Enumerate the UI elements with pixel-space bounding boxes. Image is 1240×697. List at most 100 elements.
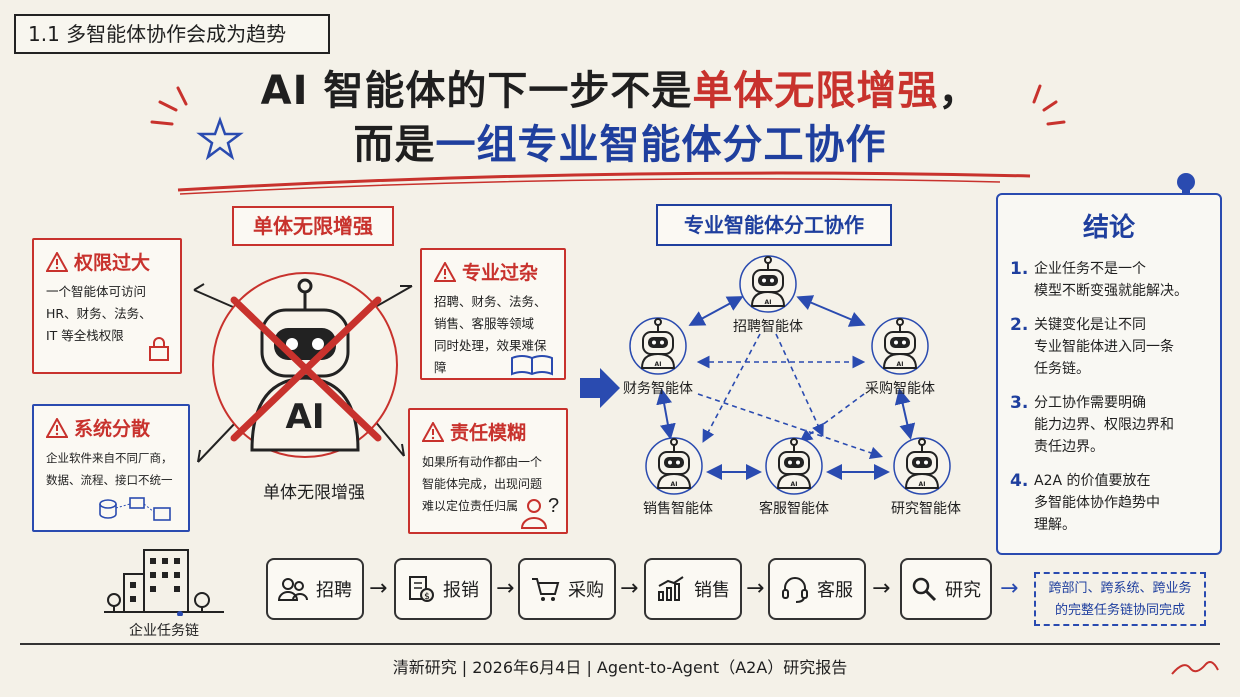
magnifier-icon	[912, 577, 937, 602]
card-line: 同时处理，效果难保障	[434, 338, 547, 375]
card-line: 销售、客服等领域	[434, 316, 535, 331]
card-line: 数据、流程、接口不统一	[46, 473, 173, 487]
chain-arrow-icon: →	[1000, 576, 1019, 601]
agent-network: AI AI AI AI AI AI	[629, 255, 951, 495]
card-line: 如果所有动作都由一个	[422, 455, 543, 469]
conclusion-line: 多智能体协作趋势中	[1034, 495, 1160, 511]
warning-icon	[433, 260, 457, 282]
spark-right-icon	[1032, 84, 1066, 126]
card-permission: 权限过大 一个智能体可访问 HR、财务、法务、 IT 等全栈权限	[32, 238, 182, 374]
agent-badge: AI	[897, 361, 904, 368]
conclusion-line: 企业任务不是一个	[1034, 261, 1146, 277]
card-line: 企业软件来自不同厂商，	[46, 451, 173, 465]
chain-arrow-icon: →	[369, 576, 388, 601]
robot-caption: 单体无限增强	[263, 483, 365, 503]
chain-step-procure: 采购	[518, 558, 616, 620]
footer-divider	[20, 643, 1220, 645]
agent-research: 研究智能体	[891, 501, 961, 517]
chain-step-label: 研究	[945, 580, 981, 601]
conclusion-line: 理解。	[1034, 517, 1076, 533]
conclusion-title: 结论	[1082, 213, 1135, 243]
headset-icon	[782, 577, 808, 603]
agent-finance: 财务智能体	[623, 381, 693, 397]
card-line: 难以定位责任归属	[422, 499, 519, 513]
title-line-1: AI 智能体的下一步不是单体无限增强，	[0, 58, 1240, 116]
chain-step-recruit: 招聘	[266, 558, 364, 620]
card-line: 招聘、财务、法务、	[434, 294, 547, 309]
card-responsibility: 责任模糊 如果所有动作都由一个 智能体完成，出现问题 难以定位责任归属 ?	[408, 408, 568, 534]
arrows-out-icon	[193, 283, 413, 463]
book-icon	[511, 355, 553, 376]
chain-arrow-icon: →	[620, 576, 639, 601]
cart-icon	[532, 578, 560, 601]
card-title: 专业过杂	[462, 262, 539, 284]
card-title: 系统分散	[74, 418, 151, 440]
conclusion-num: 1.	[1010, 259, 1029, 279]
card-systems: 系统分散 企业软件来自不同厂商， 数据、流程、接口不统一	[32, 404, 190, 532]
conclusion-num: 2.	[1010, 315, 1029, 335]
agent-procure: 采购智能体	[865, 381, 935, 397]
building-icon	[104, 549, 224, 616]
title-line-2: 而是一组专业智能体分工协作	[0, 112, 1240, 170]
monolith-robot: AI	[193, 272, 413, 463]
chain-arrow-icon: →	[746, 576, 765, 601]
card-line: HR、财务、法务、	[46, 306, 152, 321]
title-comma: ，	[938, 68, 980, 114]
chain-step-label: 客服	[817, 580, 853, 601]
collab-label: 专业智能体分工协作	[656, 204, 892, 246]
chain-step-expense: $ 报销	[394, 558, 492, 620]
title-decorations	[150, 84, 1066, 195]
warning-icon	[45, 250, 69, 272]
conclusion-item: 2. 关键变化是让不同专业智能体进入同一条任务链。	[1010, 314, 1208, 380]
footer-text: 清新研究 | 2026年6月4日 | Agent-to-Agent（A2A）研究…	[392, 658, 848, 677]
card-line: 智能体完成，出现问题	[422, 477, 543, 491]
conclusion-line: 专业智能体进入同一条	[1034, 339, 1174, 355]
title-underline	[177, 171, 1031, 192]
signature-icon	[1171, 661, 1219, 675]
chain-summary: 跨部门、跨系统、跨业务 的完整任务链协同完成	[1034, 572, 1206, 626]
chain-step-research: 研究	[900, 558, 992, 620]
chain-step-label: 报销	[443, 580, 479, 601]
conclusion-line: A2A 的价值要放在	[1034, 473, 1151, 489]
receipt-icon: $	[409, 576, 434, 602]
conclusion-item: 4. A2A 的价值要放在多智能体协作趋势中理解。	[1010, 470, 1208, 536]
chain-summary-line: 跨部门、跨系统、跨业务	[1048, 581, 1192, 596]
agent-badge: AI	[919, 481, 926, 488]
agent-sales: 销售智能体	[643, 501, 713, 517]
title-text: AI 智能体的下一步不是	[260, 68, 693, 114]
card-line: IT 等全栈权限	[46, 328, 124, 343]
lock-icon	[149, 337, 169, 361]
warning-icon	[45, 416, 69, 438]
chain-arrow-icon: →	[872, 576, 891, 601]
title-highlight-red: 单体无限增强	[692, 68, 939, 114]
agent-service: 客服智能体	[759, 501, 829, 517]
conclusion-line: 分工协作需要明确	[1034, 395, 1146, 411]
conclusion-line: 任务链。	[1034, 361, 1090, 377]
big-arrow-icon	[580, 368, 620, 408]
conclusion-item: 3. 分工协作需要明确能力边界、权限边界和责任边界。	[1010, 392, 1208, 458]
agent-badge: AI	[765, 299, 772, 306]
card-title: 责任模糊	[450, 422, 527, 444]
people-icon	[278, 578, 308, 601]
chain-step-sales: 销售	[644, 558, 742, 620]
chain-summary-line: 的完整任务链协同完成	[1054, 603, 1185, 618]
conclusion-num: 4.	[1010, 471, 1029, 491]
agent-badge: AI	[671, 481, 678, 488]
conclusion-item: 1. 企业任务不是一个模型不断变强就能解决。	[1010, 258, 1208, 302]
chain-arrow-icon: →	[496, 576, 515, 601]
conclusion-panel: 结论 1. 企业任务不是一个模型不断变强就能解决。 2. 关键变化是让不同专业智…	[996, 193, 1222, 555]
card-line: 一个智能体可访问	[46, 284, 147, 299]
person-question-icon: ?	[520, 495, 559, 529]
agent-recruit: 招聘智能体	[733, 319, 803, 335]
card-specialty: 专业过杂 招聘、财务、法务、 销售、客服等领域 同时处理，效果难保障	[420, 248, 566, 380]
card-title: 权限过大	[74, 252, 151, 274]
conclusion-line: 能力边界、权限边界和	[1034, 417, 1174, 433]
robot-ai-text: AI	[286, 397, 325, 437]
svg-text:?: ?	[548, 495, 559, 517]
spark-left-icon	[150, 86, 188, 126]
section-tag: 1.1 多智能体协作会成为趋势	[14, 14, 330, 54]
conclusion-line: 模型不断变强就能解决。	[1034, 283, 1188, 299]
agent-badge: AI	[791, 481, 798, 488]
chain-step-service: 客服	[768, 558, 866, 620]
chain-step-label: 采购	[568, 580, 604, 601]
